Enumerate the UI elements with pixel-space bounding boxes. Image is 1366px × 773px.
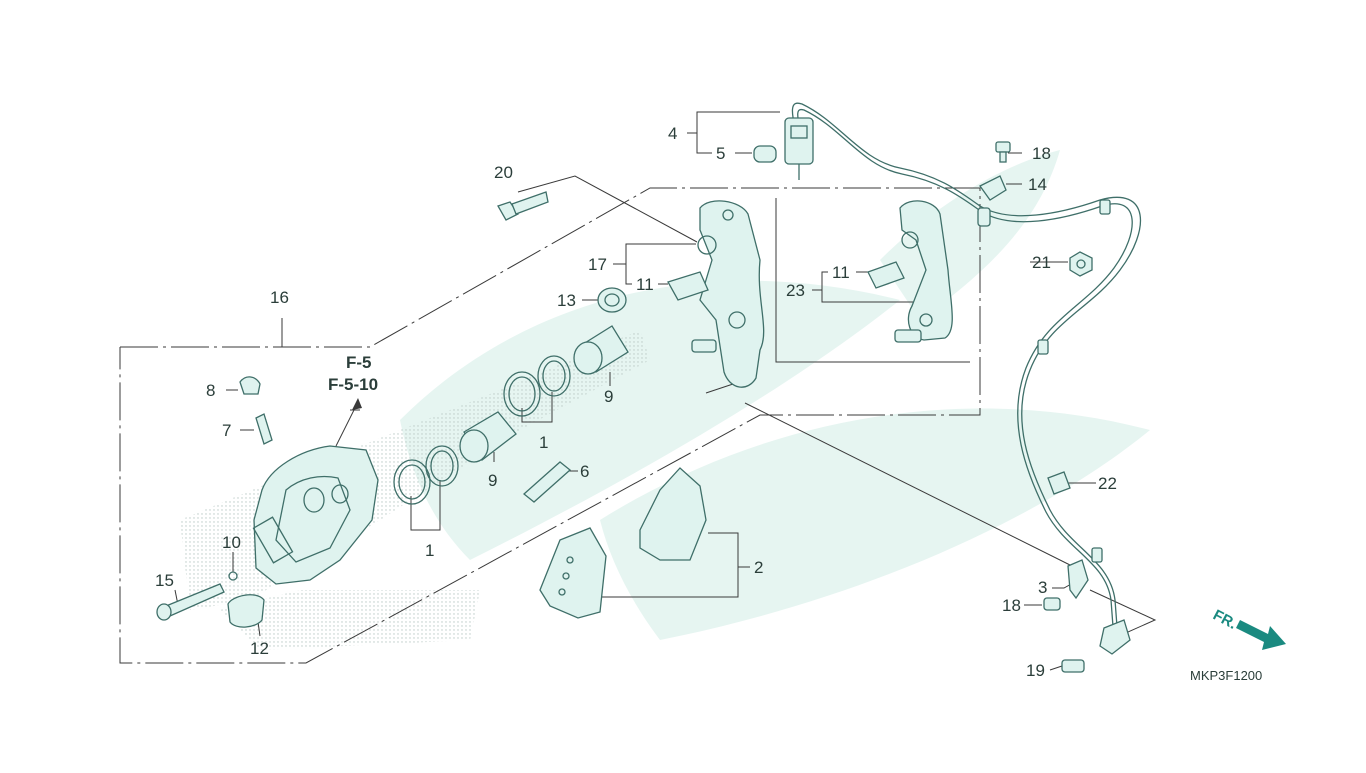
pad-spring-6	[522, 461, 572, 503]
dust-seal-13	[597, 287, 627, 313]
leader-lines	[174, 111, 1157, 671]
front-direction-label: FR.	[1210, 607, 1239, 633]
callout-19: 19	[1026, 661, 1045, 680]
seal-1a	[393, 459, 431, 505]
bleed-valve-7	[255, 413, 273, 445]
bolt-19	[1061, 659, 1085, 673]
callout-6: 6	[580, 462, 589, 481]
callout-16: 16	[270, 288, 289, 307]
seal-1d	[537, 355, 571, 397]
bolt-18-top	[995, 141, 1011, 163]
front-direction-arrow	[1236, 620, 1286, 650]
callout-18: 18	[1002, 596, 1021, 615]
callout-21: 21	[1032, 253, 1051, 272]
seal-1b	[425, 445, 459, 487]
pin-bolt-15	[156, 583, 225, 621]
diagram-code: MKP3F1200	[1190, 668, 1262, 683]
reference-f5: F-5	[346, 353, 372, 372]
sensor-connector	[784, 117, 814, 180]
callout-9: 9	[604, 387, 613, 406]
reference-f5-10: F-5-10	[328, 375, 378, 394]
callout-12: 12	[250, 639, 269, 658]
callout-8: 8	[206, 381, 215, 400]
brake-pad-front	[539, 527, 607, 619]
clamp-14	[979, 175, 1007, 201]
bleed-cap-8	[239, 376, 261, 395]
sensor-3	[1067, 559, 1089, 600]
callout-2: 2	[754, 558, 763, 577]
callout-labels: 1 1 2 3 4 5 6 7 8 9 9 10 11 11 12 13 14 …	[155, 124, 1117, 680]
callout-1: 1	[425, 541, 434, 560]
caliper-body	[252, 445, 379, 585]
callout-18: 18	[1032, 144, 1051, 163]
abs-sensor-cable	[791, 102, 1142, 641]
bolt-20	[497, 191, 549, 221]
callout-10: 10	[222, 533, 241, 552]
callout-22: 22	[1098, 474, 1117, 493]
pad-spring-11a	[667, 271, 709, 301]
callout-15: 15	[155, 571, 174, 590]
wheel-sensor	[1099, 619, 1131, 655]
callout-17: 17	[588, 255, 607, 274]
grommet	[753, 145, 777, 163]
seal-1c	[503, 371, 541, 417]
bolt-18-bottom	[1043, 597, 1061, 611]
callout-14: 14	[1028, 175, 1047, 194]
bracket-23	[894, 200, 953, 343]
callout-11: 11	[636, 275, 654, 294]
callout-13: 13	[557, 291, 576, 310]
washer-10	[228, 571, 238, 581]
bracket-frame	[775, 198, 970, 363]
reference-arrow	[335, 398, 362, 447]
pad-spring-11b	[867, 261, 905, 289]
callout-1: 1	[539, 433, 548, 452]
callout-5: 5	[716, 144, 725, 163]
clip-22	[1047, 471, 1071, 495]
callout-7: 7	[222, 421, 231, 440]
callout-9: 9	[488, 471, 497, 490]
piston-9b	[573, 325, 629, 375]
callout-3: 3	[1038, 578, 1047, 597]
callout-23: 23	[786, 281, 805, 300]
piston-9a	[459, 411, 517, 463]
callout-20: 20	[494, 163, 513, 182]
brake-pad-rear	[639, 467, 707, 561]
callout-11: 11	[832, 263, 850, 282]
callout-4: 4	[668, 124, 677, 143]
plug-12	[227, 594, 265, 628]
caliper-bracket	[691, 200, 765, 388]
nut-21	[1069, 251, 1093, 277]
